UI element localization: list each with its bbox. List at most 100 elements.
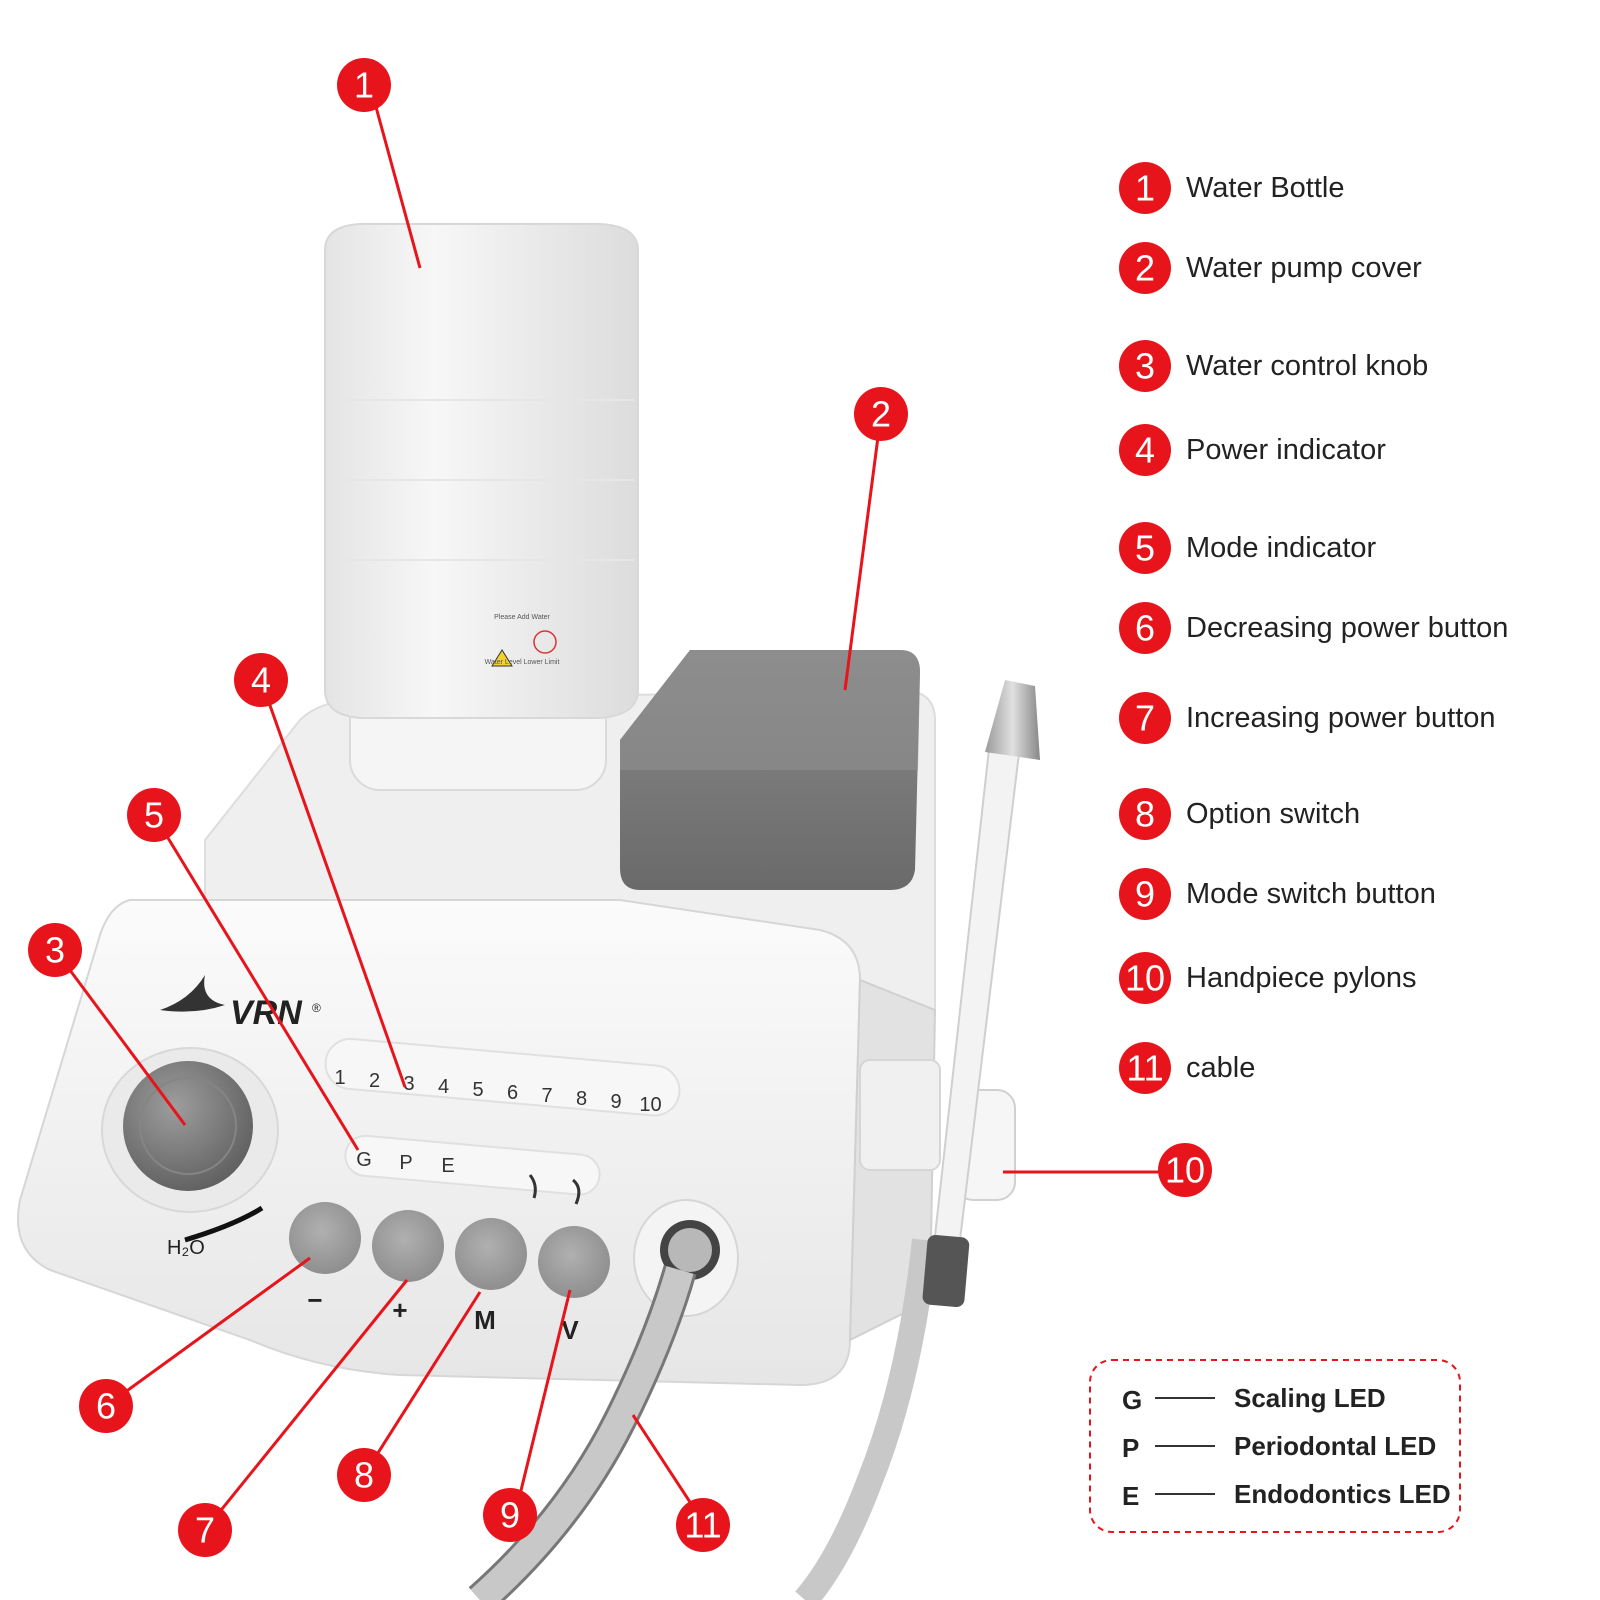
led-key: E — [1122, 1481, 1139, 1511]
legend-label: Mode switch button — [1186, 878, 1436, 910]
legend-item-1: 1 Water Bottle — [1119, 162, 1344, 214]
legend-number: 5 — [1135, 528, 1155, 569]
power-level-9: 9 — [610, 1091, 621, 1113]
scaler-tip-icon — [528, 1174, 537, 1199]
legend-number: 1 — [1135, 168, 1155, 209]
power-level-6: 6 — [507, 1082, 518, 1104]
legend-label: Option switch — [1186, 798, 1360, 830]
power-level-2: 2 — [369, 1070, 380, 1092]
power-level-10: 10 — [639, 1094, 661, 1116]
led-label: Scaling LED — [1234, 1383, 1386, 1413]
legend-label: Handpiece pylons — [1186, 962, 1417, 994]
bottle-fill-icon — [533, 630, 557, 654]
legend-number: 4 — [1135, 430, 1155, 471]
legend-item-8: 8 Option switch — [1119, 788, 1360, 840]
water-control-knob[interactable] — [123, 1061, 253, 1191]
legend-badge — [1119, 868, 1171, 920]
callout-6: 6 — [79, 1379, 133, 1433]
legend-label: Increasing power button — [1186, 702, 1496, 734]
device-illustration: Please Add Water Water Level Lower Limit… — [17, 223, 1040, 1600]
svg-text:5: 5 — [144, 795, 164, 836]
svg-text:6: 6 — [96, 1386, 116, 1427]
mode-led-e: E — [441, 1155, 454, 1177]
legend-badge — [1119, 692, 1171, 744]
registered-mark: ® — [312, 1001, 321, 1015]
svg-text:2: 2 — [871, 394, 891, 435]
handpiece-pylon[interactable] — [859, 1059, 941, 1171]
callout-11: 11 — [676, 1498, 730, 1552]
legend-label: Water Bottle — [1186, 172, 1344, 204]
legend-badge — [1119, 424, 1171, 476]
legend-label: cable — [1186, 1052, 1255, 1084]
legend-badge — [1119, 162, 1171, 214]
callout-8: 8 — [337, 1448, 391, 1502]
water-flow-arc — [184, 1205, 264, 1243]
legend-badge — [1119, 522, 1171, 574]
control-buttons: − + M V — [289, 1202, 610, 1345]
legend-badge — [1119, 242, 1171, 294]
legend-number: 10 — [1125, 958, 1165, 999]
callout-1: 1 — [337, 58, 391, 112]
power-level-7: 7 — [541, 1085, 552, 1107]
legend-badge — [1119, 952, 1171, 1004]
legend-item-7: 7 Increasing power button — [1119, 692, 1496, 744]
legend-item-5: 5 Mode indicator — [1119, 522, 1377, 574]
handpiece-cable — [795, 1238, 938, 1600]
button-symbol: + — [392, 1295, 407, 1325]
decrease-power-button[interactable]: − — [289, 1202, 361, 1315]
led-legend-row-g: G Scaling LED — [1122, 1383, 1386, 1415]
legend-badge — [1119, 1042, 1171, 1094]
mode-switch-button[interactable]: V — [538, 1226, 610, 1345]
svg-text:10: 10 — [1165, 1150, 1205, 1191]
increase-power-button[interactable]: + — [372, 1210, 444, 1325]
callout-2: 2 — [854, 387, 908, 441]
legend-item-10: 10 Handpiece pylons — [1119, 952, 1417, 1004]
svg-text:8: 8 — [354, 1455, 374, 1496]
callout-9: 9 — [483, 1488, 537, 1542]
legend-number: 3 — [1135, 346, 1155, 387]
power-level-4: 4 — [438, 1076, 449, 1098]
svg-text:4: 4 — [251, 660, 271, 701]
mode-indicator-strip — [344, 1134, 601, 1196]
bottle-limit-text: Water Level Lower Limit — [485, 659, 560, 666]
svg-text:1: 1 — [354, 65, 374, 106]
callout-badges: 1 2 3 4 5 6 7 8 9 11 10 — [28, 58, 1212, 1557]
legend-number: 7 — [1135, 698, 1155, 739]
legend-number: 2 — [1135, 248, 1155, 289]
callout-3: 3 — [28, 923, 82, 977]
callout-7: 7 — [178, 1503, 232, 1557]
legend-number: 11 — [1126, 1048, 1163, 1089]
power-indicator-strip — [324, 1037, 681, 1117]
handpiece-tip — [985, 680, 1040, 760]
endo-file-icon — [571, 1178, 581, 1205]
led-key: G — [1122, 1385, 1142, 1415]
mode-led-g: G — [356, 1149, 372, 1171]
bottle-warning-text: Please Add Water — [494, 614, 550, 621]
legend-label: Water pump cover — [1186, 252, 1422, 284]
callout-10: 10 — [1158, 1143, 1212, 1197]
option-switch-button[interactable]: M — [455, 1218, 527, 1335]
button-symbol: V — [561, 1315, 579, 1345]
legend-number: 8 — [1135, 794, 1155, 835]
legend-item-11: 11 cable — [1119, 1042, 1255, 1094]
legend-label: Mode indicator — [1186, 532, 1377, 564]
legend-item-9: 9 Mode switch button — [1119, 868, 1436, 920]
power-level-8: 8 — [576, 1088, 587, 1110]
legend-item-2: 2 Water pump cover — [1119, 242, 1422, 294]
legend-badge — [1119, 788, 1171, 840]
legend-number: 9 — [1135, 874, 1155, 915]
legend-number: 6 — [1135, 608, 1155, 649]
leader-lines — [53, 84, 1160, 1531]
callout-5: 5 — [127, 788, 181, 842]
svg-text:3: 3 — [45, 930, 65, 971]
svg-text:11: 11 — [684, 1505, 721, 1546]
power-level-3: 3 — [403, 1073, 414, 1095]
